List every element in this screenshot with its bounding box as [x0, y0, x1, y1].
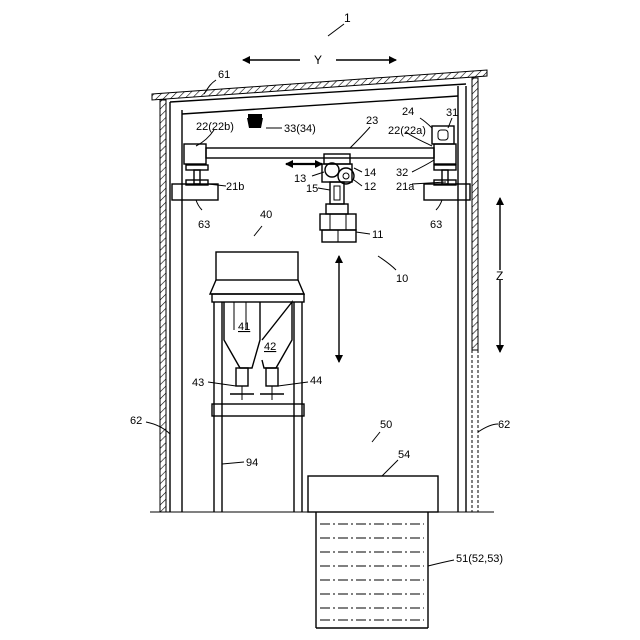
label-12: 12	[364, 181, 376, 193]
label-33: 33(34)	[284, 123, 316, 135]
label-43: 43	[192, 377, 204, 389]
label-14: 14	[364, 167, 376, 179]
label-y: Y	[314, 53, 322, 67]
sensor-31	[438, 130, 448, 140]
label-10: 10	[396, 273, 408, 285]
right-wall	[472, 78, 478, 350]
left-wall	[160, 100, 166, 512]
label-41: 41	[238, 321, 250, 333]
label-24: 24	[402, 106, 414, 118]
camera-33	[247, 114, 263, 128]
label-40: 40	[260, 209, 272, 221]
label-z: Z	[496, 269, 503, 283]
label-54: 54	[398, 449, 410, 461]
label-1: 1	[344, 11, 351, 25]
label-63-left: 63	[198, 219, 210, 231]
label-13: 13	[294, 173, 306, 185]
label-15: 15	[306, 183, 318, 195]
roof-61	[152, 70, 487, 100]
label-22a: 22(22a)	[388, 125, 426, 137]
beam-23	[206, 148, 434, 158]
label-11: 11	[372, 229, 383, 241]
rail-21b	[186, 165, 208, 185]
label-32: 32	[396, 167, 408, 179]
traveler-22a	[434, 144, 456, 164]
label-44: 44	[310, 375, 322, 387]
label-42: 42	[264, 341, 276, 353]
cover-54	[308, 476, 438, 512]
hopper-unit-40	[210, 252, 304, 512]
bracket-63-left	[172, 184, 218, 200]
label-62-left: 62	[130, 415, 142, 427]
label-50: 50	[380, 419, 392, 431]
label-21b: 21b	[226, 181, 244, 193]
label-22b: 22(22b)	[196, 121, 234, 133]
container-51	[316, 512, 428, 628]
carriage-14	[322, 154, 354, 204]
motor-24	[432, 126, 454, 144]
label-62-right: 62	[498, 419, 510, 431]
label-31: 31	[446, 107, 458, 119]
gripper-11	[320, 204, 356, 242]
bracket-63-right	[424, 184, 470, 200]
label-51: 51(52,53)	[456, 553, 503, 565]
traveler-22b	[184, 144, 206, 164]
label-63-right: 63	[430, 219, 442, 231]
label-94: 94	[246, 457, 258, 469]
label-23: 23	[366, 115, 378, 127]
label-21a: 21a	[396, 181, 415, 193]
label-61: 61	[218, 69, 230, 81]
